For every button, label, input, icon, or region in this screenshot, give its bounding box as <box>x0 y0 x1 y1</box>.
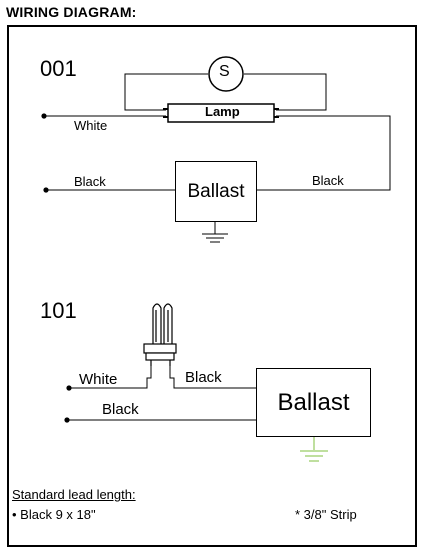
terminal-dot-black <box>43 187 49 193</box>
ballast-box-101: Ballast <box>256 368 371 437</box>
starter-wire-right <box>244 73 327 111</box>
diagram-101-wires <box>68 365 315 450</box>
diagram-001-wires <box>44 73 391 234</box>
ballast-label-101: Ballast <box>277 388 350 416</box>
black-wire-lamp-101 <box>169 365 256 389</box>
cfl-lamp-icon <box>143 303 177 366</box>
white-wire-label: White <box>74 118 108 133</box>
black-wire-right <box>256 115 391 191</box>
diagram-title: WIRING DIAGRAM: <box>6 4 137 20</box>
ballast-box-001: Ballast <box>175 161 257 222</box>
fluorescent-lamp-icon <box>163 103 279 123</box>
white-wire-101 <box>70 365 152 389</box>
diagram-frame <box>7 25 417 547</box>
black-wire-right-label: Black <box>312 173 344 188</box>
starter-wire-left <box>124 73 208 111</box>
starter-label: S <box>219 63 230 80</box>
diagram-101-label: 101 <box>40 298 77 323</box>
strip-note: * 3/8" Strip <box>295 507 357 522</box>
starter-icon <box>208 56 244 92</box>
lead-spec: • Black 9 x 18" <box>12 507 96 522</box>
ground-icon <box>202 233 228 243</box>
ground-icon-101 <box>300 450 328 462</box>
black-wire-line-label-101: Black <box>102 401 139 418</box>
terminal-dot-black-101 <box>64 417 70 423</box>
terminal-dot-white <box>41 113 47 119</box>
white-wire-label-101: White <box>79 371 118 388</box>
black-wire-left-label: Black <box>74 174 106 189</box>
terminal-dot-white-101 <box>66 385 72 391</box>
diagram-001-label: 001 <box>40 56 77 81</box>
black-wire-lamp-label-101: Black <box>185 369 222 386</box>
ballast-label-001: Ballast <box>187 180 245 202</box>
lead-length-heading: Standard lead length: <box>12 487 136 502</box>
lamp-label: Lamp <box>205 104 240 119</box>
